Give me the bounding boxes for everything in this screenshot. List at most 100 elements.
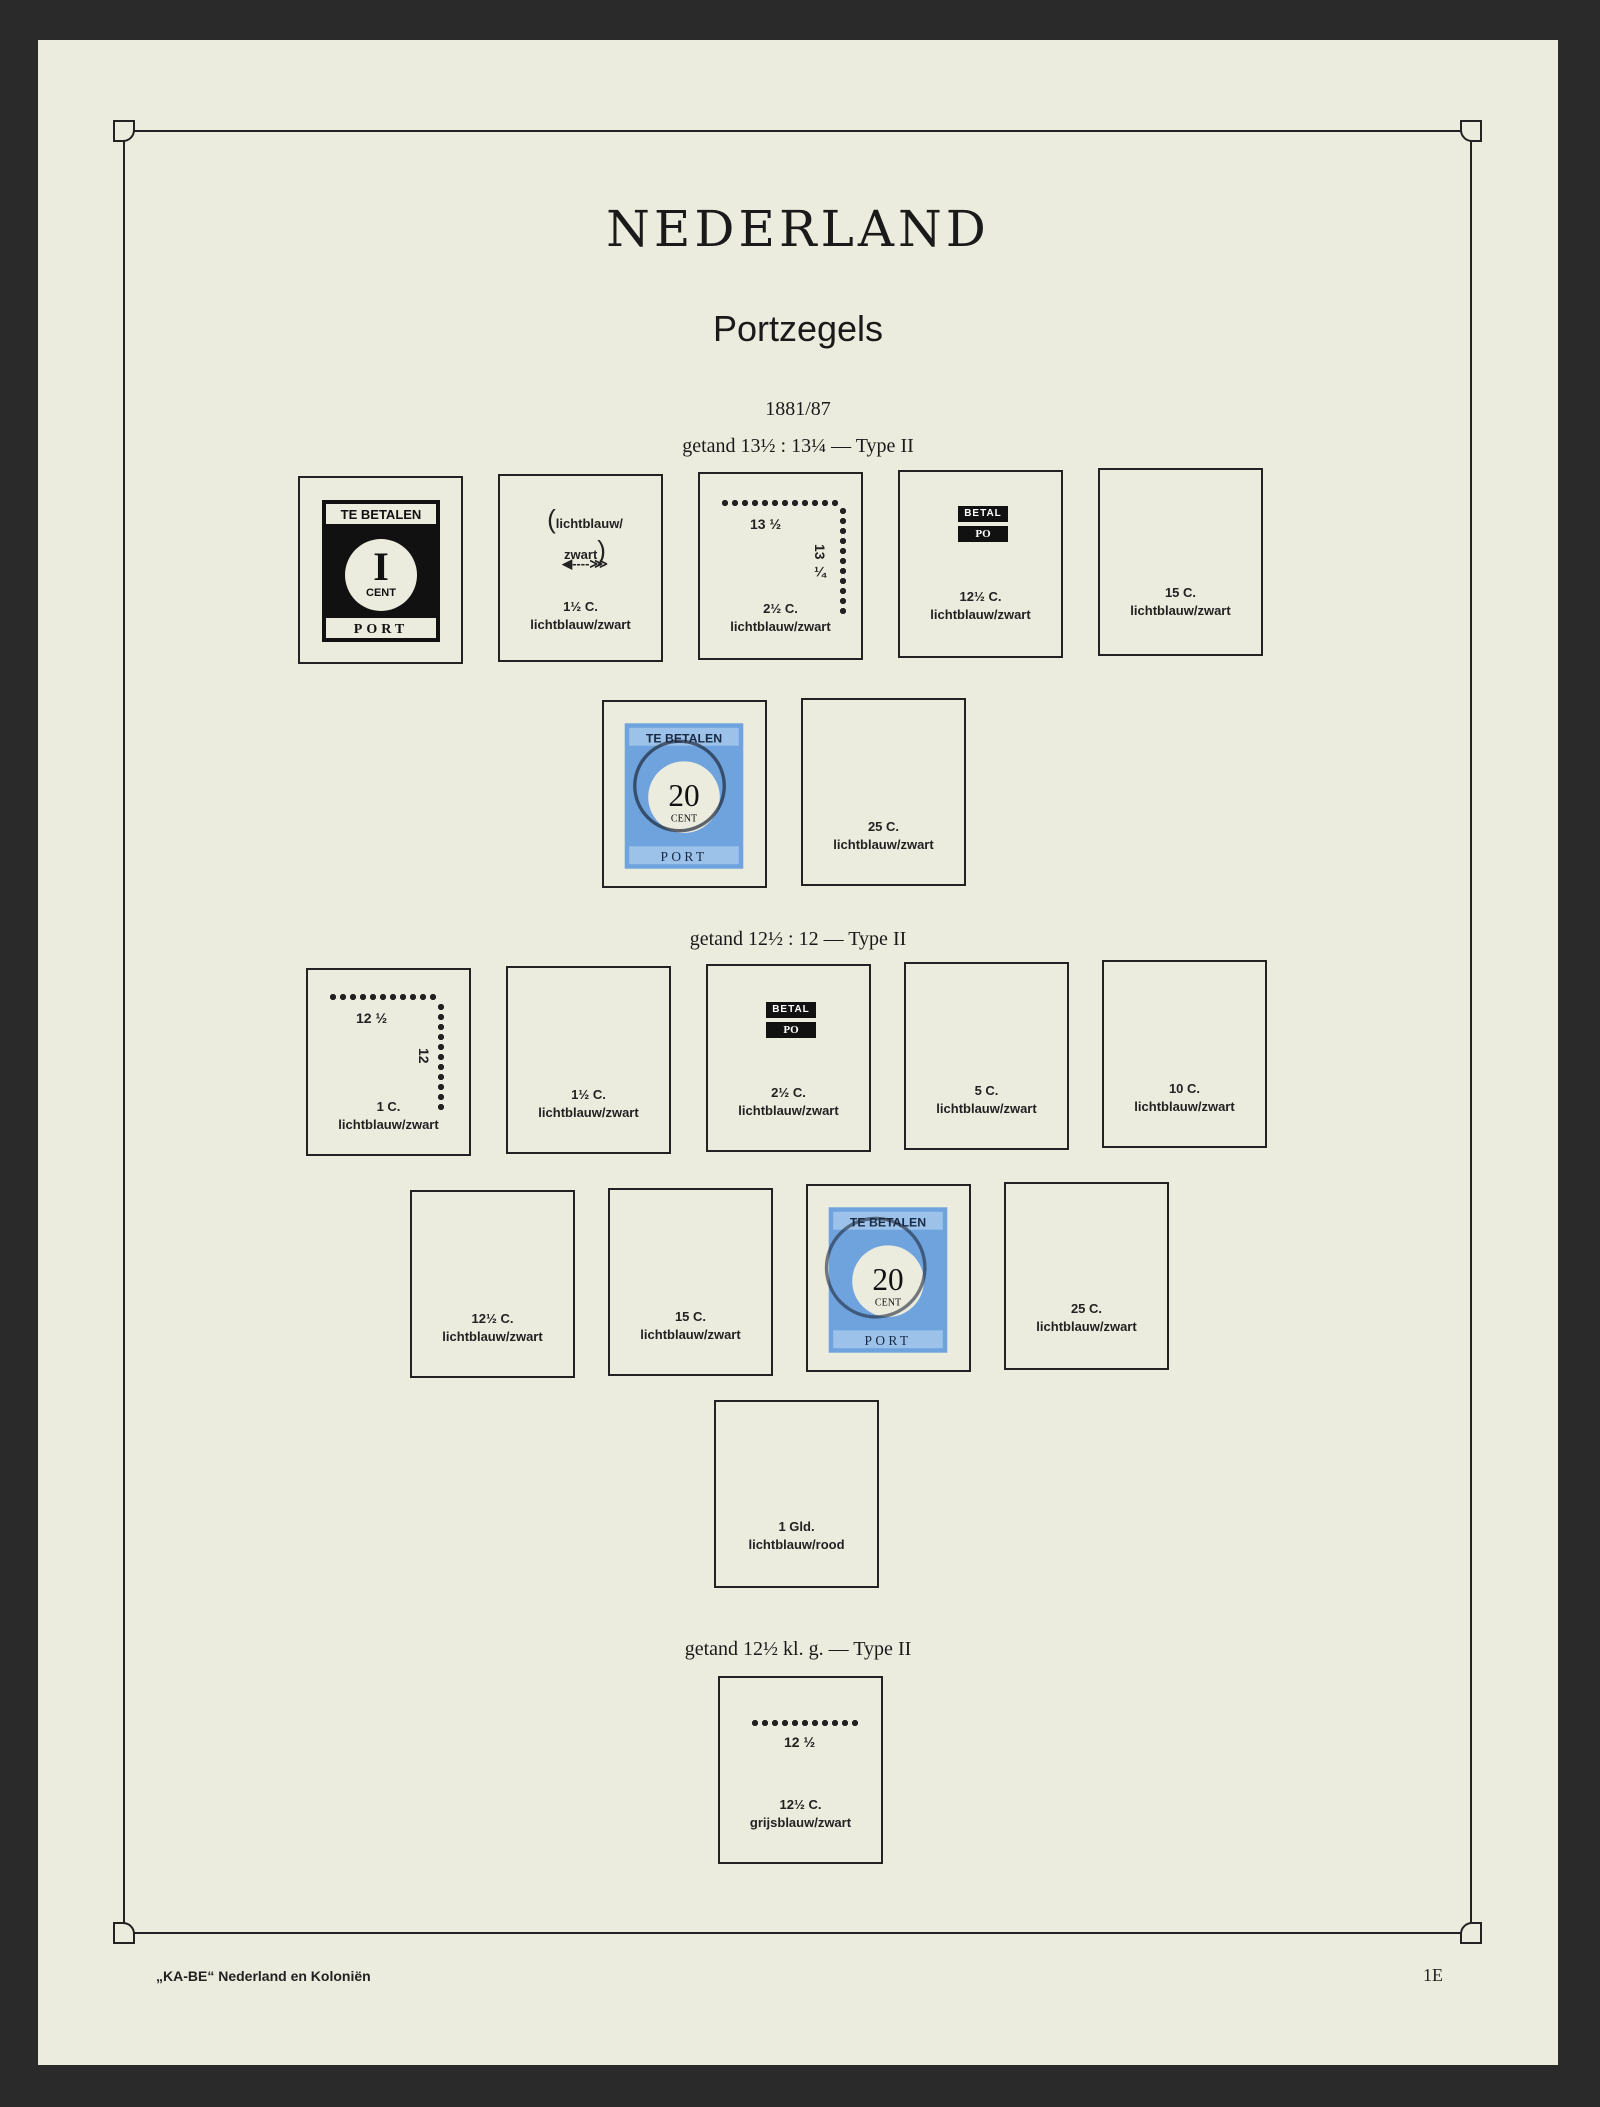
stamp-slot: TE BETALEN 20 CENT PORT: [602, 700, 767, 888]
stamp-slot: 12 ½ 12½ C. grijsblauw/zwart: [718, 1676, 883, 1864]
slot-color: lichtblauw/zwart: [1134, 1099, 1235, 1114]
slot-label: 15 C. lichtblauw/zwart: [610, 1308, 771, 1344]
slot-label: 2½ C. lichtblauw/zwart: [700, 600, 861, 636]
slot-color: lichtblauw/zwart: [530, 617, 631, 632]
slot-label: 2½ C. lichtblauw/zwart: [708, 1084, 869, 1120]
svg-text:CENT: CENT: [671, 814, 697, 825]
stamp-slot: 12½ C. lichtblauw/zwart: [410, 1190, 575, 1378]
slot-color: lichtblauw/zwart: [1036, 1319, 1137, 1334]
slot-label: 25 C. lichtblauw/zwart: [803, 818, 964, 854]
slot-label: 12½ C. lichtblauw/zwart: [900, 588, 1061, 624]
stamp-20-cent-blue: TE BETALEN 20 CENT PORT: [822, 1200, 954, 1360]
stamp-slot: TE BETALEN I CENT PORT: [298, 476, 463, 664]
border-corner: [1460, 120, 1482, 142]
color-note: (lichtblauw/ zwart) ◀‑‑‑‑⋙: [530, 504, 640, 572]
page-number: 1E: [1423, 1965, 1443, 1985]
slot-value: 2½ C.: [763, 601, 798, 616]
slot-value: 1½ C.: [563, 599, 598, 614]
perf-mark: 12 ½: [784, 1734, 816, 1750]
stamp-slot: 5 C. lichtblauw/zwart: [904, 962, 1069, 1150]
svg-text:CENT: CENT: [875, 1298, 901, 1309]
perforation-gauge: [720, 498, 840, 508]
svg-text:20: 20: [872, 1262, 903, 1297]
slot-color: lichtblauw/rood: [748, 1537, 845, 1552]
perf-mark: 13 ½: [750, 516, 782, 532]
stamp-slot: 1 Gld. lichtblauw/rood: [714, 1400, 879, 1588]
stamp-slot: BETAL PO 2½ C. lichtblauw/zwart: [706, 964, 871, 1152]
slot-label: 1½ C. lichtblauw/zwart: [508, 1086, 669, 1122]
stamp-20-cent-blue: TE BETALEN 20 CENT PORT: [618, 716, 750, 876]
slot-label: 1 Gld. lichtblauw/rood: [716, 1518, 877, 1554]
perforation-gauge: [838, 506, 848, 616]
stamp-slot: 15 C. lichtblauw/zwart: [608, 1188, 773, 1376]
page-subtitle: Portzegels: [712, 308, 884, 349]
border-corner: [113, 120, 135, 142]
slot-label: 12½ C. grijsblauw/zwart: [720, 1796, 881, 1832]
slot-color: lichtblauw/zwart: [936, 1101, 1037, 1116]
perforation-gauge: [750, 1718, 860, 1728]
slot-value: 25 C.: [867, 819, 900, 834]
slot-value: 5 C.: [974, 1083, 999, 1098]
stamp-detail-illustration: BETAL PO: [958, 506, 1008, 544]
svg-text:PORT: PORT: [865, 1333, 912, 1348]
svg-text:20: 20: [668, 778, 699, 813]
stamp-slot: 1½ C. lichtblauw/zwart: [506, 966, 671, 1154]
stamp-slot: 13 ½ 13 ¼ 2½ C. lichtblauw/zwart: [698, 472, 863, 660]
stamp-slot: 12 ½ 12 1 C. lichtblauw/zwart: [306, 968, 471, 1156]
border-corner: [1460, 1922, 1482, 1944]
publisher-footer: „KA-BE“ Nederland en Koloniën: [156, 1968, 371, 1984]
perforation-gauge: [436, 1002, 446, 1112]
svg-text:TE BETALEN: TE BETALEN: [341, 507, 422, 522]
slot-color: lichtblauw/zwart: [640, 1327, 741, 1342]
slot-label: 1 C. lichtblauw/zwart: [308, 1098, 469, 1134]
slot-value: 25 C.: [1070, 1301, 1103, 1316]
stamp-detail-illustration: BETAL PO: [766, 1002, 816, 1040]
stamp-slot: 25 C. lichtblauw/zwart: [1004, 1182, 1169, 1370]
border-corner: [113, 1922, 135, 1944]
color-note-text: lichtblauw/ zwart: [555, 516, 623, 562]
arrow-icon: ◀‑‑‑‑⋙: [562, 556, 608, 571]
slot-color: lichtblauw/zwart: [738, 1103, 839, 1118]
slot-color: lichtblauw/zwart: [538, 1105, 639, 1120]
slot-value: 1 C.: [376, 1099, 401, 1114]
stamp-slot: 15 C. lichtblauw/zwart: [1098, 468, 1263, 656]
slot-label: 25 C. lichtblauw/zwart: [1006, 1300, 1167, 1336]
stamp-slot: BETAL PO 12½ C. lichtblauw/zwart: [898, 470, 1063, 658]
slot-color: lichtblauw/zwart: [930, 607, 1031, 622]
album-page: NEDERLAND Portzegels 1881/87 getand 13½ …: [38, 40, 1558, 2065]
page-title: NEDERLAND: [606, 200, 990, 258]
slot-value: 15 C.: [674, 1309, 707, 1324]
slot-color: lichtblauw/zwart: [442, 1329, 543, 1344]
slot-value: 15 C.: [1164, 585, 1197, 600]
slot-value: 1 Gld.: [778, 1519, 815, 1534]
slot-label: 15 C. lichtblauw/zwart: [1100, 584, 1261, 620]
svg-text:TE BETALEN: TE BETALEN: [646, 731, 722, 745]
page-border: [113, 120, 1482, 1944]
slot-label: 10 C. lichtblauw/zwart: [1104, 1080, 1265, 1116]
section-heading: getand 12½ kl. g. — Type II: [684, 1638, 912, 1660]
stamp-slot: 25 C. lichtblauw/zwart: [801, 698, 966, 886]
slot-color: lichtblauw/zwart: [833, 837, 934, 852]
perf-mark: 12 ½: [356, 1010, 388, 1026]
perforation-gauge: [328, 992, 438, 1002]
perf-mark: 13 ¼: [812, 544, 828, 580]
issue-year: 1881/87: [765, 398, 831, 420]
slot-color: grijsblauw/zwart: [749, 1815, 852, 1830]
stamp-slot: (lichtblauw/ zwart) ◀‑‑‑‑⋙ 1½ C. lichtbl…: [498, 474, 663, 662]
slot-color: lichtblauw/zwart: [1130, 603, 1231, 618]
slot-color: lichtblauw/zwart: [338, 1117, 439, 1132]
stamp-1-cent-black: TE BETALEN I CENT PORT: [322, 500, 440, 642]
slot-value: 2½ C.: [771, 1085, 806, 1100]
stamp-slot: TE BETALEN 20 CENT PORT: [806, 1184, 971, 1372]
section-heading: getand 13½ : 13¼ — Type II: [682, 435, 914, 457]
slot-value: 1½ C.: [571, 1087, 606, 1102]
section-heading: getand 12½ : 12 — Type II: [689, 928, 907, 950]
slot-label: 1½ C. lichtblauw/zwart: [500, 598, 661, 634]
svg-text:PORT: PORT: [354, 622, 408, 637]
slot-value: 12½ C.: [959, 589, 1002, 604]
slot-value: 12½ C.: [779, 1797, 822, 1812]
perf-mark: 12: [416, 1048, 432, 1064]
slot-label: 12½ C. lichtblauw/zwart: [412, 1310, 573, 1346]
svg-text:CENT: CENT: [366, 587, 396, 599]
svg-text:PORT: PORT: [661, 849, 708, 864]
